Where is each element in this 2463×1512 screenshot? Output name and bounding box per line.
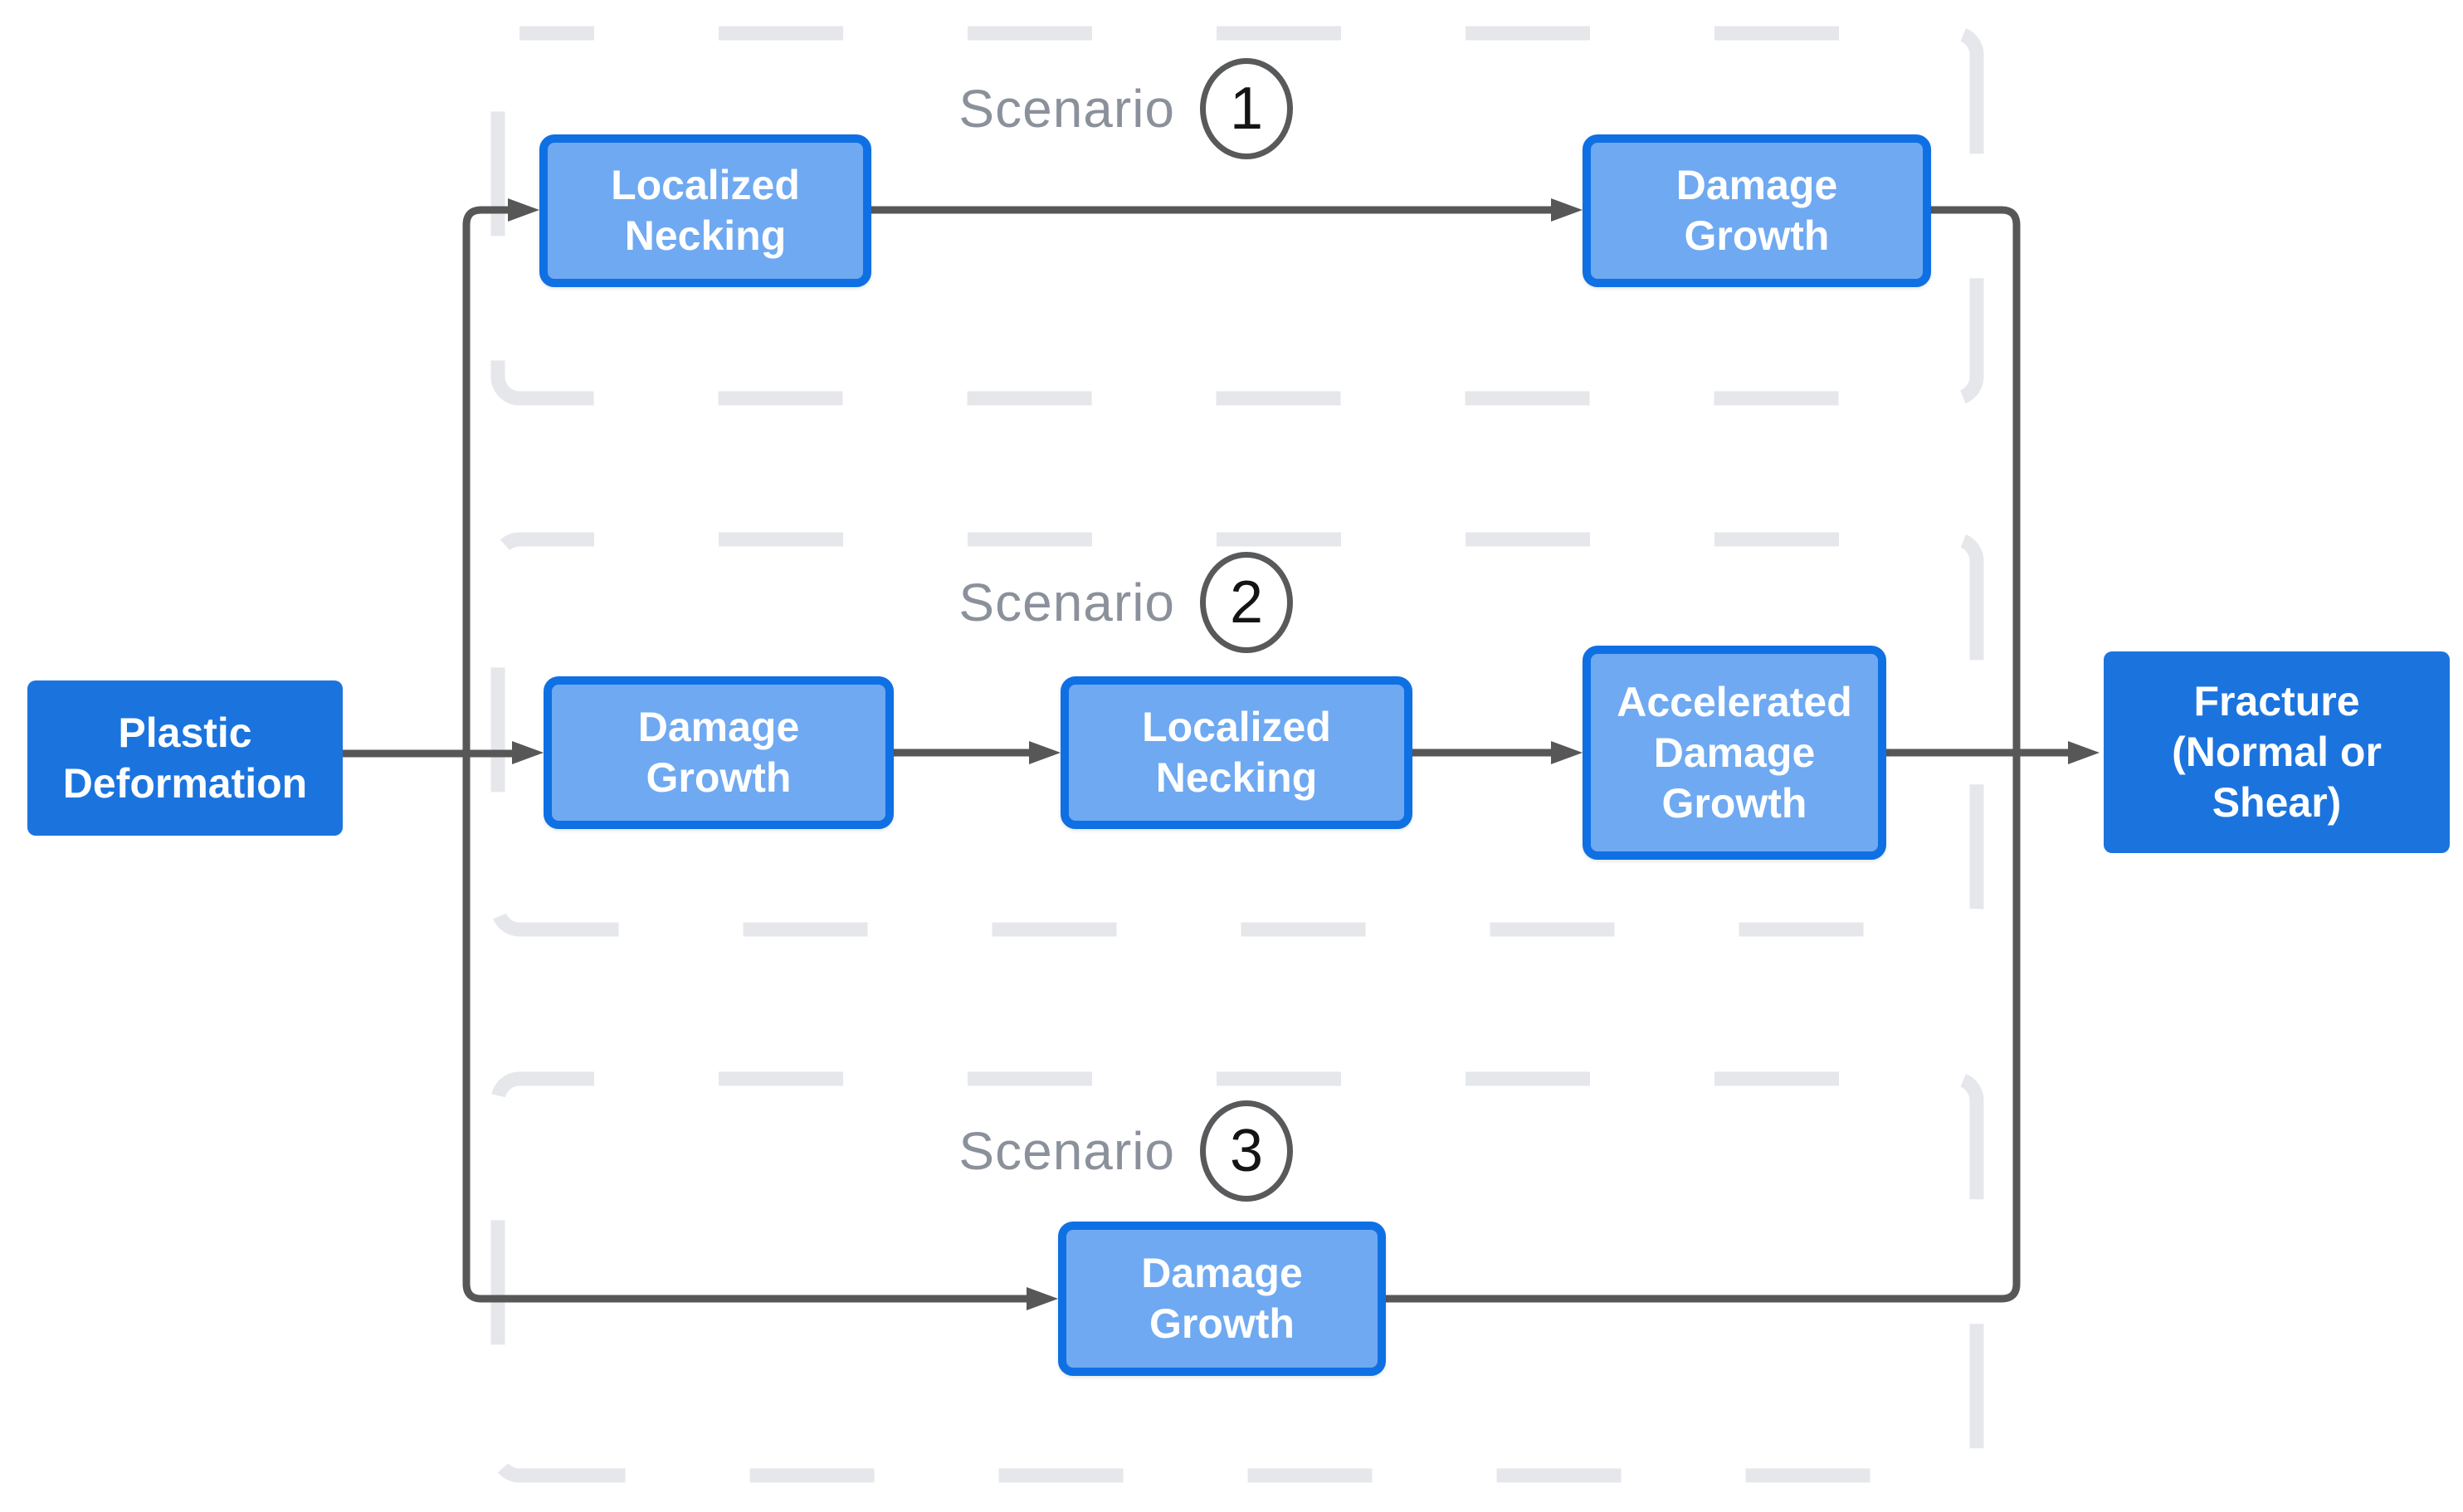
scenario3-dashed-frame (490, 1071, 1984, 1483)
arrowhead-into-scenario1-damage-growth (1551, 198, 1583, 222)
arrowhead-into-scenario1-localized-necking (508, 198, 539, 222)
arrowhead-into-accelerated-damage-growth (1551, 741, 1583, 764)
scenario1-dashed-frame (490, 26, 1984, 406)
node-scenario2-localized-necking: Localized Necking (1061, 676, 1412, 829)
arrowhead-into-scenario2-localized-necking (1029, 741, 1061, 764)
scenario1-number-badge: 1 (1200, 58, 1293, 159)
node-scenario1-localized-necking: Localized Necking (539, 134, 871, 287)
scenario2-label-text: Scenario (958, 573, 1175, 632)
scenario3-label: Scenario 3 (830, 1097, 1293, 1205)
arrowhead-into-fracture (2068, 741, 2100, 764)
scenario3-label-text: Scenario (958, 1121, 1175, 1181)
node-scenario2-damage-growth: Damage Growth (544, 676, 894, 829)
node-scenario3-damage-growth: Damage Growth (1058, 1222, 1386, 1376)
node-fracture: Fracture (Normal or Shear) (2104, 651, 2450, 853)
scenario1-label: Scenario 1 (830, 55, 1293, 163)
scenario2-label: Scenario 2 (830, 549, 1293, 656)
arrowhead-into-scenario3-damage-growth (1027, 1287, 1058, 1310)
node-scenario1-damage-growth: Damage Growth (1583, 134, 1931, 287)
node-plastic-deformation: Plastic Deformation (27, 680, 343, 836)
arrowhead-into-scenario2-damage-growth (512, 741, 544, 764)
scenario2-number-badge: 2 (1200, 552, 1293, 653)
scenario3-number-badge: 3 (1200, 1100, 1293, 1202)
node-scenario2-accelerated-damage-growth: Accelerated Damage Growth (1583, 646, 1886, 860)
scenario2-dashed-frame (490, 532, 1984, 937)
scenario1-label-text: Scenario (958, 79, 1175, 139)
